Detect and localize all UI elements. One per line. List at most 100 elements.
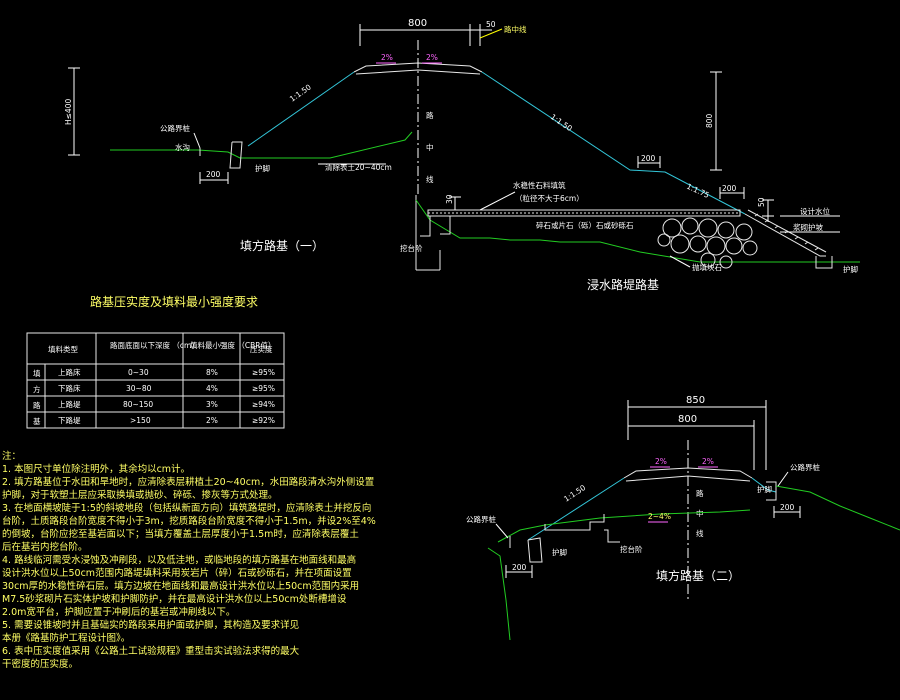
th-type: 填料类型: [48, 344, 78, 354]
th-depth: 路面底面以下深度 （cm）: [110, 340, 199, 350]
cl-char-top: 路: [426, 110, 434, 120]
cell-comp: ≥95%: [252, 368, 275, 377]
crossfall-left: 2%: [381, 53, 393, 62]
cell-comp: ≥95%: [252, 384, 275, 393]
design-level-label: 设计水位: [800, 206, 830, 216]
note-line: 台阶，土质路段台阶宽度不得小于3m，挖质路段台阶宽度不得小于1.5m，并设2%至…: [2, 516, 376, 527]
note-line: 本册《路基防护工程设计图》。: [2, 633, 131, 644]
cell-type: 下路堤: [58, 415, 81, 425]
note-line: 2.0m宽平台，护脚应置于冲刷后的基岩或冲刷线以下。: [2, 607, 236, 618]
note-line: 干密度的压实度。: [2, 659, 79, 670]
note-line: 3. 在地面横坡陡于1:5的斜坡地段（包括纵新面方向）填筑路堤时，应清除表土并挖…: [2, 503, 372, 514]
dim-right-offset: 50: [486, 20, 496, 29]
group-char-2: 路: [33, 400, 41, 410]
group-char-0: 填: [33, 368, 41, 378]
cell-type: 上路堤: [58, 399, 81, 409]
crossfall2-left: 2%: [655, 457, 667, 466]
fill-section-1-title: 填方路基（一）: [240, 238, 324, 253]
note-line: 30cm厚的水稳性碎石层。填方边坡在地面线和最高设计洪水位以上50cm范围内采用: [2, 581, 360, 592]
guard-left2: 护脚: [552, 547, 567, 557]
slope-protection-label: 浆砌护坡: [793, 222, 823, 232]
cell-comp: ≥92%: [252, 416, 275, 425]
clear-soil-label: 清除表土20~40cm: [325, 162, 392, 172]
slope-right-lower: 1:1.75: [685, 182, 711, 200]
cl-char-bot: 线: [426, 174, 434, 184]
crossfall-right: 2%: [426, 53, 438, 62]
note-line: 后在基岩内挖台阶。: [2, 542, 88, 553]
fill-section-2-title: 填方路基（二）: [656, 568, 740, 583]
cell-cbr: 3%: [206, 400, 218, 409]
note-line: 护脚，对于软塑土层应采取换填或抛砂、碎砾、掺灰等方式处理。: [2, 490, 278, 501]
crossfall2-right: 2%: [702, 457, 714, 466]
cell-cbr: 4%: [206, 384, 218, 393]
riprap-label: 抛填块石: [692, 262, 722, 272]
fill-section-1: 800 50 路中线 2% 2% 路 中 线 1:1.50 H≤400 公路界桩…: [64, 18, 746, 253]
dim-berm: 200: [641, 154, 656, 163]
riprap-stones: [657, 217, 758, 269]
table-title: 路基压实度及填料最小强度要求: [90, 294, 258, 309]
table-row: 上路堤 80~150 3% ≥94%: [58, 399, 275, 409]
edge-stake-left2: 公路界桩: [466, 514, 496, 524]
dim-top-width2: 800: [678, 414, 697, 425]
cell-cbr: 2%: [206, 416, 218, 425]
bench-label: 挖台阶: [400, 243, 423, 253]
group-char-3: 基: [33, 416, 41, 426]
note-line: 的倒坡，台阶应挖至基岩面以下；当填方覆盖土层厚度小于1.5m时，应清除表层覆土: [2, 529, 359, 540]
toe-label: 护脚: [843, 264, 858, 274]
note-line: 2. 填方路基位于水田和旱地时，应清除表层耕植土20~40cm，水田路段清水沟外…: [2, 477, 375, 488]
fill-section-2: 850 800 路 中 线 2% 2% 1:1.50 200 公路界桩 护脚 挖…: [466, 395, 900, 641]
cl2-char-top: 路: [696, 488, 704, 498]
gravel-label: 碎石或片石（砾）石或砂砾石: [536, 220, 634, 230]
cell-comp: ≥94%: [252, 400, 275, 409]
bench2-label: 挖台阶: [620, 544, 643, 554]
guard-label: 护脚: [255, 163, 270, 173]
dim-toe-left: 200: [206, 170, 221, 179]
dim-berm-right: 200: [722, 184, 737, 193]
filter-note-label: （粒径不大于6cm）: [515, 193, 584, 203]
note-line: M7.5砂浆砌片石实体护坡和护脚防护，并在最高设计洪水位以上50cm处断槽增设: [2, 594, 347, 605]
dim-h50: 50: [757, 197, 766, 207]
cl2-char-bot: 线: [696, 528, 704, 538]
th-cbr: 填料最小强度 （CBR值）: [190, 340, 275, 350]
note-line: 设计洪水位以上50cm范围内路堤填料采用炭岩片（碎）石或砂砾石，并在项面设置: [2, 568, 352, 579]
dim-height-right: 800: [705, 113, 714, 128]
cell-depth: 80~150: [123, 400, 153, 409]
note-line: 4. 路线临河需受水浸蚀及冲刷段，以及低洼地，或临地段的填方路基在地面线和最高: [2, 555, 357, 566]
cell-depth: 30~80: [126, 384, 152, 393]
dim-outer-width: 850: [686, 395, 705, 406]
note-line: 6. 表中压实度值采用《公路土工试验规程》重型击实试验法求得的最大: [2, 646, 300, 657]
step-slope: 2~4%: [648, 512, 671, 521]
cell-cbr: 8%: [206, 368, 218, 377]
notes-heading: 注：: [2, 451, 22, 462]
filter-layer-label: 水稳性石料填筑: [513, 180, 566, 190]
th-comp: 压实度: [250, 344, 273, 354]
slope2-left: 1:1.50: [562, 483, 587, 504]
cell-depth: 0~30: [128, 368, 149, 377]
compaction-table: 路基压实度及填料最小强度要求 填料类型 路面底面以下深度 （cm） 填料最小强度…: [26, 294, 285, 429]
dim-toe-left2: 200: [512, 563, 527, 572]
slope-left: 1:1.50: [288, 82, 313, 103]
cl-char-mid: 中: [426, 142, 434, 152]
cell-type: 下路床: [58, 383, 81, 393]
submerged-section: 50 设计水位 浆砌护坡 护脚 30 水稳性石料填筑 （粒径不大于6cm） 碎石…: [400, 180, 860, 292]
cell-depth: >150: [130, 416, 151, 425]
edge-stake-right2: 公路界桩: [790, 462, 820, 472]
dim-height-left: H≤400: [64, 99, 73, 125]
edge-stake-label: 公路界桩: [160, 123, 190, 133]
dim-top-width: 800: [408, 18, 427, 29]
cl-mark-label: 路中线: [504, 24, 527, 34]
table-row: 上路床 0~30 8% ≥95%: [58, 367, 275, 377]
dim-h30: 30: [445, 194, 454, 204]
note-line: 5. 需要设锥坡时并且基础实的路段采用护面或护脚，其构造及要求详见: [2, 620, 300, 631]
submerged-title: 浸水路堤路基: [587, 277, 659, 292]
guard-right2: 护脚: [757, 484, 772, 494]
dim-toe-right2: 200: [780, 503, 795, 512]
slope-right-upper: 1:1.50: [549, 112, 574, 133]
group-char-1: 方: [33, 384, 41, 394]
ditch-label: 水沟: [175, 142, 190, 152]
note-line: 1. 本图尺寸单位除注明外，其余均以cm计。: [2, 464, 191, 475]
table-row: 下路堤 >150 2% ≥92%: [58, 415, 275, 425]
cell-type: 上路床: [58, 367, 81, 377]
table-row: 下路床 30~80 4% ≥95%: [58, 383, 275, 393]
